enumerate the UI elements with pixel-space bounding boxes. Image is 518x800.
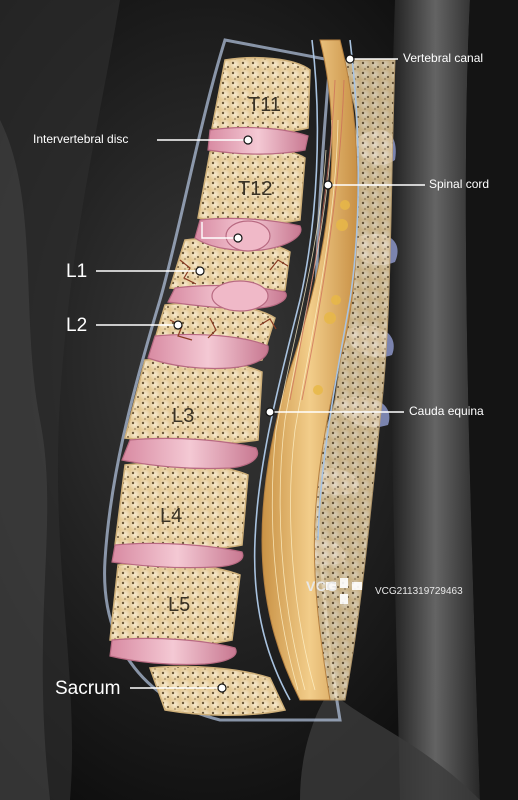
vertebra-label-l4: L4 bbox=[160, 505, 183, 527]
label-l1: L1 bbox=[66, 261, 88, 282]
label-vertebral-canal: Vertebral canal bbox=[403, 51, 484, 65]
vertebra-label-l3: L3 bbox=[172, 405, 195, 427]
label-spinal-cord: Spinal cord bbox=[429, 177, 490, 191]
vertebra-label-l5: L5 bbox=[168, 594, 191, 616]
label-cauda-equina: Cauda equina bbox=[409, 404, 484, 418]
vertebra-label-t11: T11 bbox=[248, 94, 281, 116]
vertebra-label-t12: T12 bbox=[238, 178, 273, 200]
watermark-id: VCG211319729463 bbox=[375, 586, 463, 597]
label-intervertebral-disc: Intervertebral disc bbox=[33, 132, 129, 146]
label-l2: L2 bbox=[66, 315, 88, 336]
label-sacrum: Sacrum bbox=[55, 678, 121, 699]
watermark-logo: VCG bbox=[306, 578, 338, 594]
vcg-logo-icon bbox=[326, 578, 362, 604]
